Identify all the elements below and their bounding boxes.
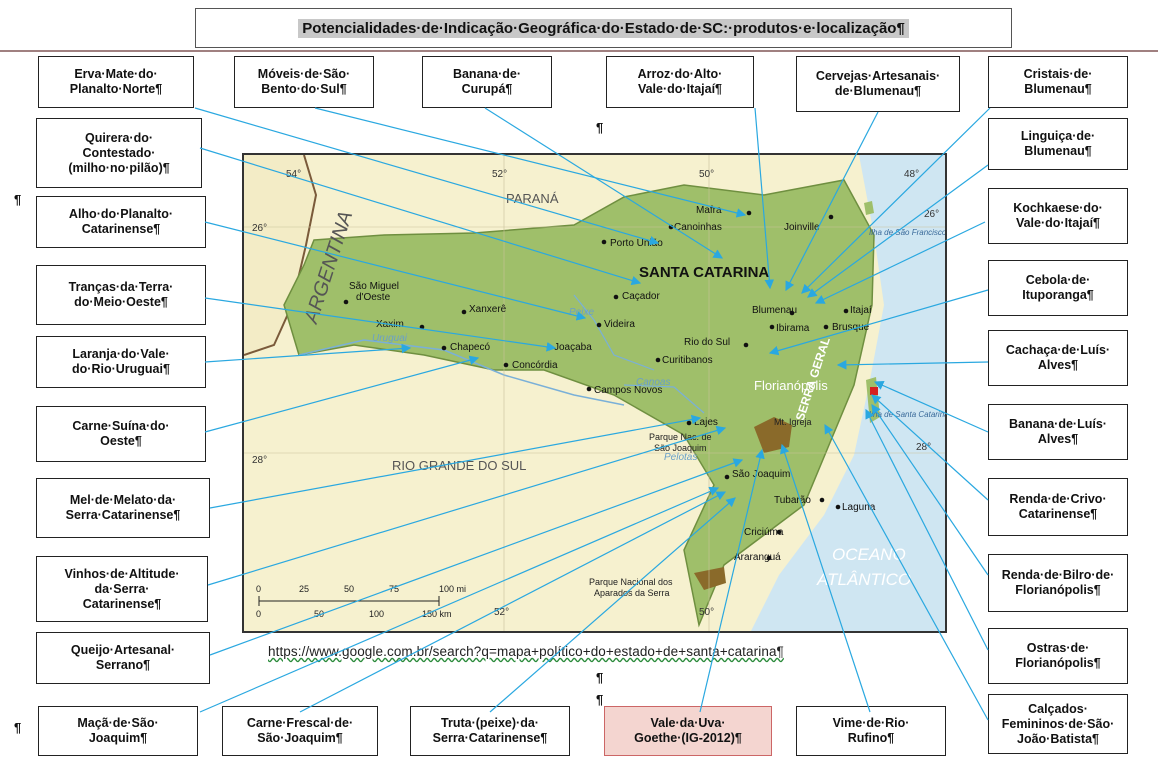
svg-text:Chapecó: Chapecó <box>450 342 490 353</box>
box-cebola: Cebola·de·Ituporanga¶ <box>988 260 1128 316</box>
box-truta: Truta·(peixe)·da·Serra·Catarinense¶ <box>410 706 570 756</box>
box-renda-crivo: Renda·de·Crivo·Catarinense¶ <box>988 478 1128 536</box>
svg-text:Canoinhas: Canoinhas <box>674 222 722 233</box>
box-calcados: Calçados·Femininos·de·São·João·Batista¶ <box>988 694 1128 754</box>
svg-text:Florianópolis: Florianópolis <box>754 378 828 393</box>
svg-text:PARANÁ: PARANÁ <box>506 191 559 206</box>
svg-text:Ilha de Santa Catarina: Ilha de Santa Catarina <box>869 410 947 419</box>
svg-text:Mt. Igreja: Mt. Igreja <box>774 417 812 427</box>
svg-text:100 mi: 100 mi <box>439 584 466 594</box>
box-banana-luis: Banana·de·Luís·Alves¶ <box>988 404 1128 460</box>
box-alho: Alho·do·Planalto·Catarinense¶ <box>36 196 206 248</box>
svg-text:Xaxim: Xaxim <box>376 319 404 330</box>
svg-text:d'Oeste: d'Oeste <box>356 292 391 303</box>
svg-text:Pelotas: Pelotas <box>664 452 697 463</box>
svg-text:Itajaí: Itajaí <box>850 305 872 316</box>
svg-text:Videira: Videira <box>604 319 635 330</box>
box-banana-curupa: Banana·de·Curupá¶ <box>422 56 552 108</box>
svg-text:Rio do Sul: Rio do Sul <box>684 337 730 348</box>
svg-text:Brusque: Brusque <box>832 322 870 333</box>
svg-text:28°: 28° <box>252 455 267 466</box>
svg-text:Ilha de São Francisco: Ilha de São Francisco <box>869 228 947 237</box>
svg-text:Aparados da Serra: Aparados da Serra <box>594 588 670 598</box>
svg-text:50°: 50° <box>699 169 714 180</box>
svg-text:52°: 52° <box>494 607 509 618</box>
box-carne-frescal: Carne·Frescal·de·São·Joaquim¶ <box>222 706 378 756</box>
svg-text:75: 75 <box>389 584 399 594</box>
svg-text:0: 0 <box>256 609 261 619</box>
header-rule <box>0 50 1158 52</box>
box-vale-uva: Vale·da·Uva·Goethe·(IG-2012)¶ <box>604 706 772 756</box>
svg-text:Mafra: Mafra <box>696 205 722 216</box>
box-vinhos: Vinhos·de·Altitude·da·Serra·Catarinense¶ <box>36 556 208 622</box>
svg-text:Concórdia: Concórdia <box>512 360 558 371</box>
box-carne-suina: Carne·Suína·do·Oeste¶ <box>36 406 206 462</box>
pilcrow: ¶ <box>14 720 22 735</box>
svg-text:Curitibanos: Curitibanos <box>662 355 713 366</box>
svg-text:26°: 26° <box>252 223 267 234</box>
box-maca: Maçã·de·São·Joaquim¶ <box>38 706 198 756</box>
pilcrow: ¶ <box>14 192 22 207</box>
svg-text:25: 25 <box>299 584 309 594</box>
svg-text:Criciúma: Criciúma <box>744 527 784 538</box>
box-cachaca: Cachaça·de·Luís·Alves¶ <box>988 330 1128 386</box>
box-linguica: Linguiça·de·Blumenau¶ <box>988 118 1128 170</box>
svg-text:Araranguá: Araranguá <box>734 552 781 563</box>
box-cristais: Cristais·de·Blumenau¶ <box>988 56 1128 108</box>
svg-text:50°: 50° <box>699 607 714 618</box>
svg-text:150 km: 150 km <box>422 609 452 619</box>
svg-text:54°: 54° <box>286 169 301 180</box>
map-svg: 54° 52° 50° 48° 26° 26° 28° 28° 52° 50° … <box>244 155 947 631</box>
pilcrow: ¶ <box>596 120 604 135</box>
svg-text:50: 50 <box>314 609 324 619</box>
svg-text:Canoas: Canoas <box>636 377 670 388</box>
box-quirera: Quirera·do·Contestado·(milho·no·pilão)¶ <box>36 118 202 188</box>
svg-text:Parque Nacional dos: Parque Nacional dos <box>589 577 673 587</box>
svg-text:Joaçaba: Joaçaba <box>554 342 592 353</box>
box-cervejas: Cervejas·Artesanais·de·Blumenau¶ <box>796 56 960 112</box>
svg-text:Laguna: Laguna <box>842 502 876 513</box>
box-arroz: Arroz·do·Alto·Vale·do·Itajaí¶ <box>606 56 754 108</box>
svg-text:100: 100 <box>369 609 384 619</box>
box-vime: Vime·de·Rio·Rufino¶ <box>796 706 946 756</box>
svg-text:SANTA CATARINA: SANTA CATARINA <box>639 264 769 281</box>
svg-text:São Miguel: São Miguel <box>349 281 399 292</box>
svg-text:Uruguai: Uruguai <box>372 333 408 344</box>
svg-text:Xanxerê: Xanxerê <box>469 304 507 315</box>
svg-text:RIO GRANDE DO SUL: RIO GRANDE DO SUL <box>392 458 526 473</box>
svg-text:Tubarão: Tubarão <box>774 495 811 506</box>
box-renda-bilro: Renda·de·Bilro·de·Florianópolis¶ <box>988 554 1128 612</box>
box-kochkaese: Kochkaese·do·Vale·do·Itajaí¶ <box>988 188 1128 244</box>
svg-text:São Joaquim: São Joaquim <box>732 469 790 480</box>
svg-text:São Joaquim: São Joaquim <box>654 443 707 453</box>
diagram-title: Potencialidades·de·Indicação·Geográfica·… <box>195 8 1012 48</box>
svg-text:50: 50 <box>344 584 354 594</box>
box-mel: Mel·de·Melato·da·Serra·Catarinense¶ <box>36 478 210 538</box>
source-url: https://www.google.com.br/search?q=mapa+… <box>268 644 784 659</box>
box-moveis: Móveis·de·São·Bento·do·Sul¶ <box>234 56 374 108</box>
svg-text:52°: 52° <box>492 169 507 180</box>
pilcrow: ¶ <box>596 692 604 707</box>
svg-text:48°: 48° <box>904 169 919 180</box>
box-trancas: Tranças·da·Terra·do·Meio·Oeste¶ <box>36 265 206 325</box>
svg-text:ATLÂNTICO: ATLÂNTICO <box>816 570 911 589</box>
svg-text:Campos Novos: Campos Novos <box>594 385 662 396</box>
svg-text:Parque Nac. de: Parque Nac. de <box>649 432 712 442</box>
svg-text:26°: 26° <box>924 209 939 220</box>
santa-catarina-map: 54° 52° 50° 48° 26° 26° 28° 28° 52° 50° … <box>242 153 947 633</box>
svg-text:Peixe: Peixe <box>569 307 594 318</box>
box-ostras: Ostras·de·Florianópolis¶ <box>988 628 1128 684</box>
box-erva-mate: Erva·Mate·do·Planalto·Norte¶ <box>38 56 194 108</box>
svg-text:Lajes: Lajes <box>694 417 718 428</box>
svg-text:Porto União: Porto União <box>610 238 663 249</box>
pilcrow: ¶ <box>596 670 604 685</box>
box-queijo: Queijo·Artesanal·Serrano¶ <box>36 632 210 684</box>
svg-text:Caçador: Caçador <box>622 291 660 302</box>
svg-text:OCEANO: OCEANO <box>832 545 906 564</box>
svg-text:0: 0 <box>256 584 261 594</box>
svg-text:28°: 28° <box>916 442 931 453</box>
box-laranja: Laranja·do·Vale·do·Rio·Uruguai¶ <box>36 336 206 388</box>
svg-text:Ibirama: Ibirama <box>776 323 810 334</box>
svg-text:Joinville: Joinville <box>784 222 820 233</box>
